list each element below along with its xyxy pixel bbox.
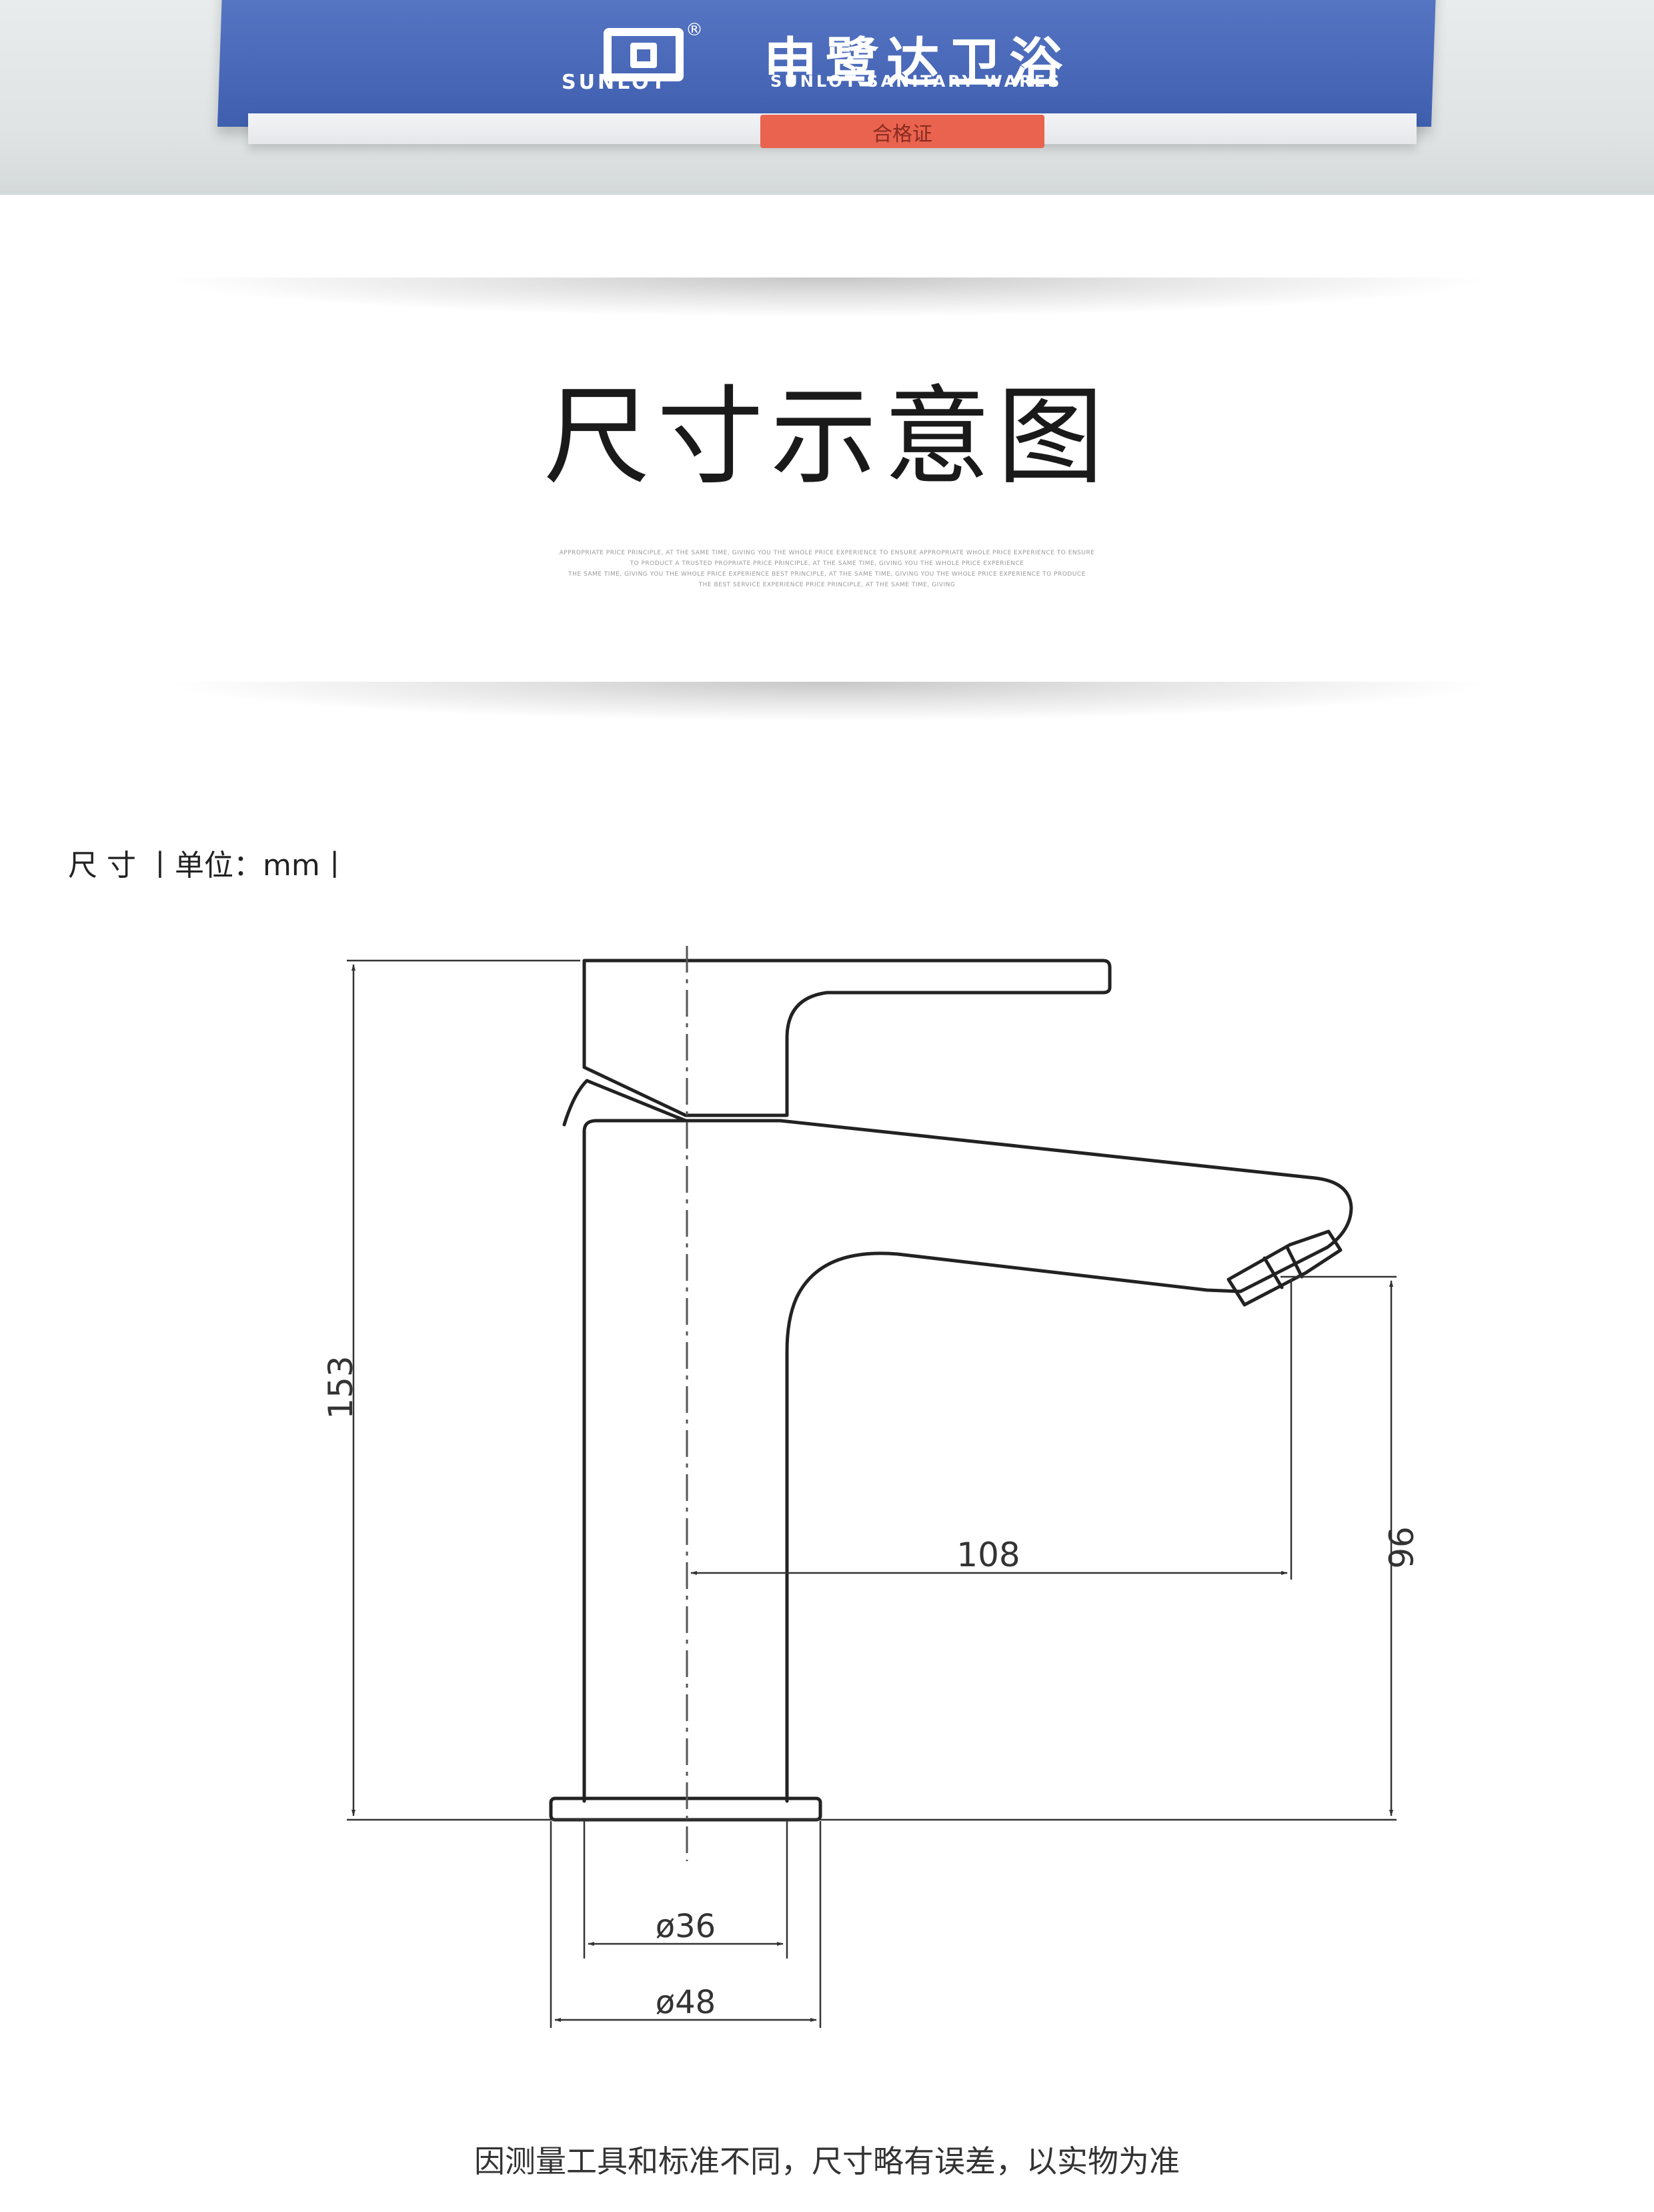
fineprint-line: TO PRODUCT A TRUSTED PROPRIATE PRICE PRI… xyxy=(630,560,1024,567)
fineprint-line: THE BEST SERVICE EXPERIENCE PRICE PRINCI… xyxy=(698,582,956,588)
product-box-photo: ® 申鹭达卫浴 SUNLOT SUNLOT SANITARY WARES 合格证 xyxy=(0,0,1654,195)
brand-name-en: SUNLOT xyxy=(562,71,668,94)
brand-name-cn: 申鹭达卫浴 xyxy=(764,32,1070,94)
dim-d36: ø36 xyxy=(656,1908,716,1945)
faucet-cap xyxy=(562,1079,688,1127)
dim-96: 96 xyxy=(1381,1526,1419,1569)
dimension-unit-caption: 尺 寸 丨单位：mm丨 xyxy=(68,849,349,883)
shadow-divider-top xyxy=(160,278,1494,318)
faucet-body xyxy=(582,1119,1353,1803)
certificate-label: 合格证 xyxy=(760,115,1044,148)
registered-mark: ® xyxy=(686,20,703,40)
faucet-handle xyxy=(582,959,1112,1117)
fineprint-line: APPROPRIATE PRICE PRINCIPLE, AT THE SAME… xyxy=(559,550,1095,556)
shadow-divider-bottom xyxy=(160,682,1494,722)
section-title: 尺寸示意图 xyxy=(543,374,1110,499)
dim-d48: ø48 xyxy=(656,1984,716,2021)
dim-108: 108 xyxy=(956,1536,1020,1574)
dim-153: 153 xyxy=(321,1355,360,1419)
brand-logo-icon xyxy=(604,28,684,81)
brand-tagline: SUNLOT SANITARY WARES xyxy=(770,72,1062,91)
faucet-base xyxy=(549,1796,822,1822)
measurement-disclaimer: 因测量工具和标准不同，尺寸略有误差，以实物为准 xyxy=(474,2143,1180,2179)
faucet-aerator xyxy=(1226,1229,1343,1307)
fineprint-line: THE SAME TIME, GIVING YOU THE WHOLE PRIC… xyxy=(568,571,1086,578)
